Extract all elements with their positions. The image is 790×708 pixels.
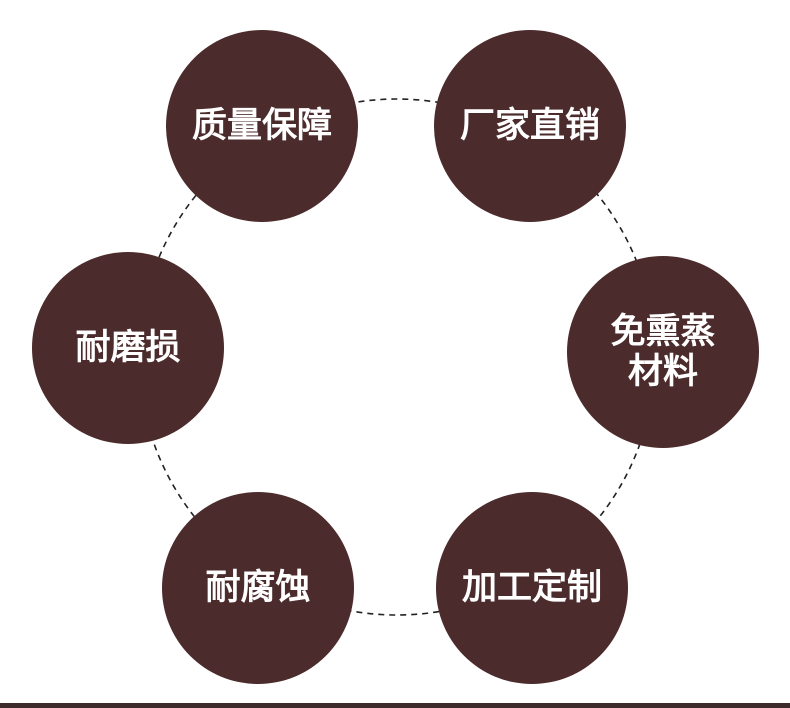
node-circle-no-fumigation bbox=[567, 256, 759, 448]
node-circle-factory bbox=[434, 30, 626, 222]
bottom-divider-bar bbox=[0, 703, 790, 708]
node-wear: 耐磨损 bbox=[32, 252, 224, 444]
node-corrosion: 耐腐蚀 bbox=[162, 492, 354, 684]
node-circle-wear bbox=[32, 252, 224, 444]
node-quality: 质量保障 bbox=[166, 30, 358, 222]
node-label-corrosion-line-1: 耐腐蚀 bbox=[205, 568, 310, 608]
node-circle-corrosion bbox=[162, 492, 354, 684]
node-factory: 厂家直销 bbox=[434, 30, 626, 222]
node-label-no-fumigation-line-2: 材料 bbox=[628, 352, 698, 392]
node-label-custom-line-1: 加工定制 bbox=[462, 568, 602, 608]
node-circle-quality bbox=[166, 30, 358, 222]
node-custom: 加工定制 bbox=[436, 492, 628, 684]
node-label-no-fumigation-line-1: 免熏蒸 bbox=[610, 312, 715, 352]
node-label-quality-line-1: 质量保障 bbox=[192, 106, 332, 146]
node-circle-custom bbox=[436, 492, 628, 684]
node-label-factory-line-1: 厂家直销 bbox=[460, 106, 600, 146]
node-label-wear-line-1: 耐磨损 bbox=[75, 328, 180, 368]
